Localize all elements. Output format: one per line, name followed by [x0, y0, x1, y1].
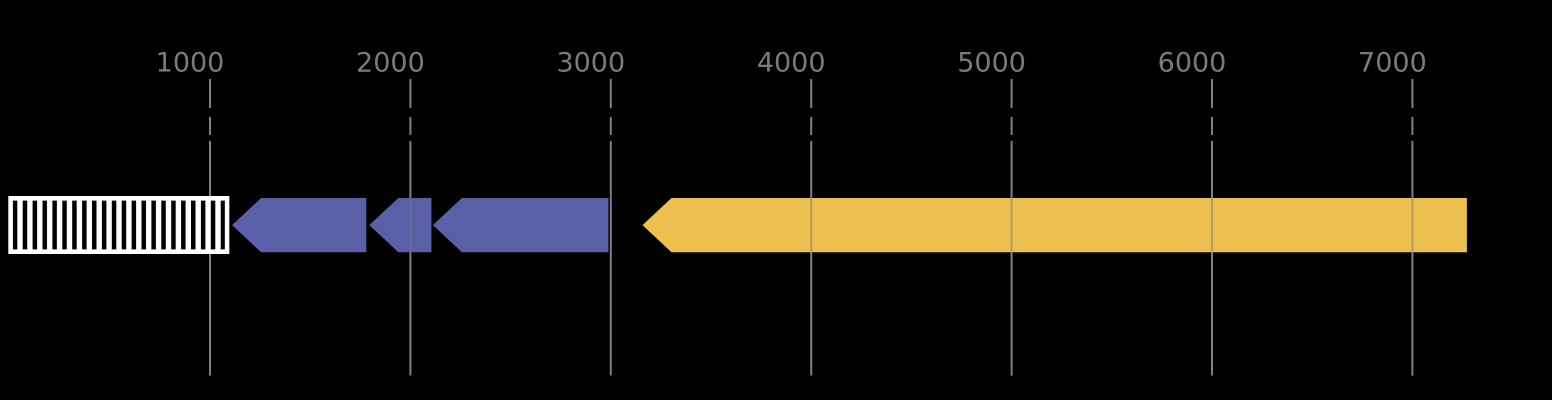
- hatched-region: [8, 196, 230, 255]
- gene-arrow-2: [369, 198, 432, 253]
- ruler-labels-layer: 1000 2000 3000 4000 5000 6000 7000: [156, 48, 1427, 79]
- tick-label-6000: 6000: [1158, 48, 1227, 79]
- gridline-seam-layer: [409, 198, 1414, 252]
- ruler-gridlines-layer: [209, 79, 1414, 376]
- tick-label-4000: 4000: [757, 48, 826, 79]
- tick-label-1000: 1000: [156, 48, 225, 79]
- gene-arrow-4: [642, 198, 1467, 253]
- tick-label-7000: 7000: [1358, 48, 1427, 79]
- gene-arrow-3: [432, 198, 609, 253]
- feature-layer: [8, 196, 1467, 255]
- tick-label-5000: 5000: [957, 48, 1026, 79]
- tick-label-2000: 2000: [356, 48, 425, 79]
- hatched-region-stripes: [12, 200, 225, 250]
- gene-arrow-1: [232, 198, 367, 253]
- tick-label-3000: 3000: [556, 48, 625, 79]
